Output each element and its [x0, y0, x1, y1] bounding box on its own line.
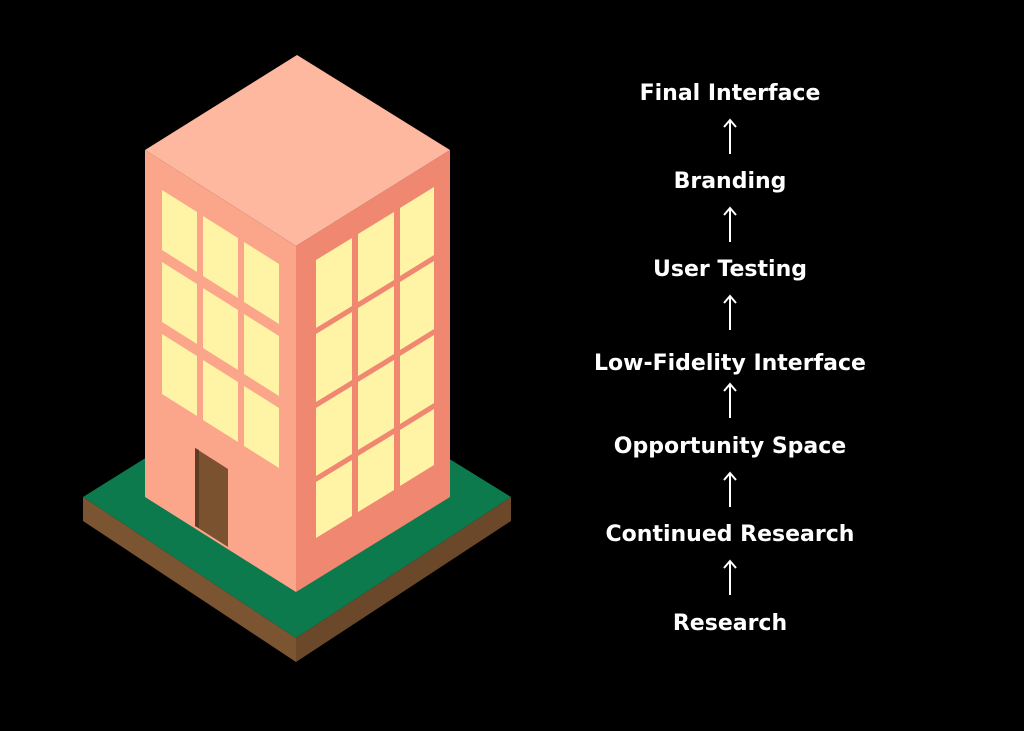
window — [316, 386, 352, 476]
building-roof — [145, 55, 450, 246]
window — [358, 286, 394, 376]
window — [316, 312, 352, 402]
ground-left-side — [83, 497, 296, 662]
window — [203, 216, 238, 298]
front-windows — [162, 190, 279, 468]
up-arrow-icon — [560, 293, 900, 333]
step-label-user-testing: User Testing — [653, 257, 807, 282]
window — [316, 238, 352, 328]
window — [244, 386, 279, 468]
up-arrow-icon — [560, 470, 900, 510]
window — [203, 288, 238, 370]
window — [316, 460, 352, 538]
window — [203, 360, 238, 442]
process-steps: Final Interface Branding User Testing Lo… — [560, 0, 900, 731]
window — [244, 242, 279, 324]
window — [400, 335, 434, 424]
window — [162, 262, 197, 344]
ground-right-side — [296, 497, 511, 662]
window — [358, 434, 394, 512]
side-windows — [316, 187, 434, 538]
window — [162, 334, 197, 416]
building-door — [195, 448, 228, 547]
step-label-research: Research — [672, 611, 788, 636]
up-arrow-icon — [560, 117, 900, 157]
step-label-branding: Branding — [673, 169, 787, 194]
step-label-low-fidelity-interface: Low-Fidelity Interface — [594, 351, 866, 376]
window — [400, 261, 434, 350]
window — [162, 190, 197, 272]
up-arrow-icon — [560, 205, 900, 245]
window — [358, 212, 394, 302]
step-label-opportunity-space: Opportunity Space — [613, 434, 847, 459]
isometric-building-illustration — [83, 55, 511, 662]
step-label-continued-research: Continued Research — [605, 522, 855, 547]
door-frame — [195, 448, 199, 528]
window — [400, 409, 434, 486]
step-label-final-interface: Final Interface — [639, 81, 821, 106]
window — [244, 314, 279, 396]
up-arrow-icon — [560, 558, 900, 598]
up-arrow-icon — [560, 381, 900, 421]
window — [400, 187, 434, 276]
window — [358, 360, 394, 450]
